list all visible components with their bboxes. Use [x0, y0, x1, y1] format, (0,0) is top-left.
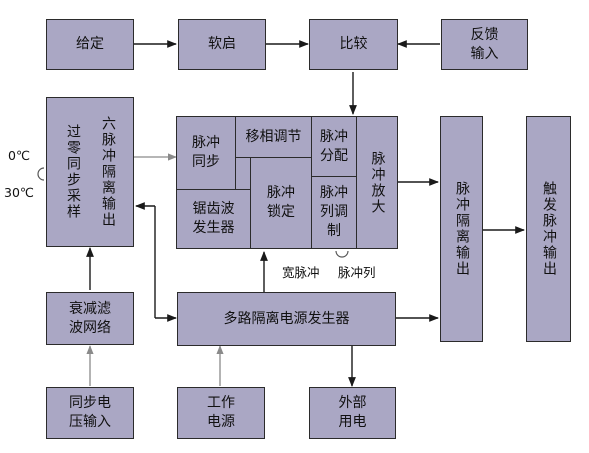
given-block: 给定: [46, 19, 134, 70]
zero-cross-sync-sample-label: 过零同步采样: [65, 124, 81, 220]
sawtooth-generator-block: 锯齿波 发生器: [176, 189, 251, 249]
temp-0-label: 0℃: [8, 148, 30, 163]
sync-sample-output-block: 过零同步采样 六脉冲隔离输出: [46, 97, 134, 247]
pulse-isolated-output-block: 脉冲隔离输出: [440, 116, 483, 342]
pulse-sync-block: 脉冲 同步: [176, 116, 236, 190]
temp-30-label: 30℃: [4, 185, 34, 200]
attenuation-filter-network-block: 衰减滤 波网络: [46, 292, 134, 345]
pulse-train-modulate-block: 脉冲 列调 制: [311, 176, 357, 249]
wide-pulse-label: 宽脉冲: [282, 265, 320, 280]
temperature-switch-icon: [37, 167, 45, 181]
trigger-pulse-output-block: 触发脉冲输出: [526, 116, 571, 342]
working-power-block: 工作 电源: [177, 387, 265, 439]
external-power-block: 外部 用电: [309, 387, 396, 439]
phase-shift-adjust-block: 移相调节: [235, 116, 312, 158]
pulse-train-label: 脉冲列: [338, 265, 376, 280]
six-pulse-isolated-output-label: 六脉冲隔离输出: [100, 116, 116, 228]
sync-voltage-input-block: 同步电 压输入: [46, 387, 134, 439]
feedback-input-block: 反馈 输入: [441, 19, 528, 70]
pulse-distribute-block: 脉冲 分配: [311, 116, 357, 177]
pulse-mode-switch-icon: [335, 250, 349, 258]
pulse-lock-block: 脉冲 锁定: [250, 157, 312, 249]
compare-block: 比较: [309, 19, 398, 70]
multi-isolated-power-generator-block: 多路隔离电源发生器: [177, 292, 396, 346]
pulse-amplify-block: 脉冲放大: [356, 116, 398, 249]
soft-start-block: 软启: [178, 19, 266, 70]
